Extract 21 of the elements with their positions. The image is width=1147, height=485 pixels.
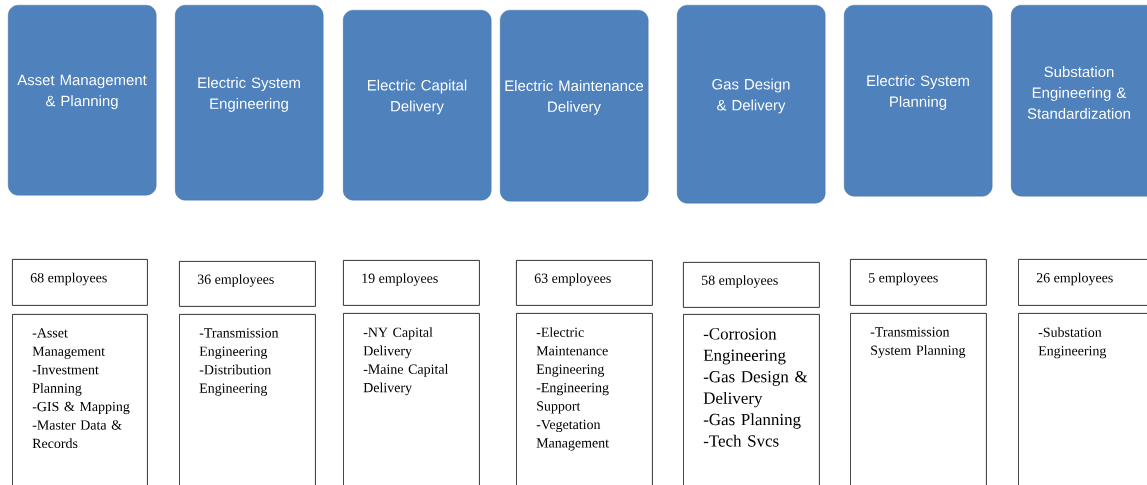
employee-count-box: 36 employees — [179, 261, 316, 307]
team-list-box: -Corrosion Engineering -Gas Design & Delivery -Gas Planning -Tech Svcs — [683, 314, 820, 485]
team-list-box: -Asset Management -Investment Planning -GIS & Mapping -Master Data & Records — [12, 314, 148, 485]
employee-count-box: 19 employees — [343, 260, 480, 306]
employee-count-box: 58 employees — [683, 262, 820, 308]
employee-count-box: 68 employees — [12, 259, 148, 306]
team-list-box: -Transmission System Planning — [850, 313, 987, 485]
team-list-box: -Electric Maintenance Engineering -Engineering Support -Vegetation Management — [516, 313, 653, 485]
department-box: Electric System Engineering — [175, 5, 324, 201]
team-list-box: -NY Capital Delivery -Maine Capital Delivery — [343, 313, 480, 485]
department-box: Gas Design & Delivery — [677, 5, 826, 204]
team-list-box: -Substation Engineering — [1018, 313, 1147, 485]
department-box: Electric System Planning — [844, 5, 993, 197]
department-box: Asset Management & Planning — [8, 5, 157, 196]
department-box: Electric Capital Delivery — [343, 10, 492, 201]
department-box: Substation Engineering & Standardization — [1011, 5, 1147, 197]
employee-count-box: 5 employees — [850, 259, 987, 306]
team-list-box: -Transmission Engineering -Distribution Engineering — [179, 314, 316, 485]
employee-count-box: 26 employees — [1018, 259, 1147, 306]
employee-count-box: 63 employees — [516, 260, 653, 306]
department-box: Electric Maintenance Delivery — [500, 10, 649, 202]
